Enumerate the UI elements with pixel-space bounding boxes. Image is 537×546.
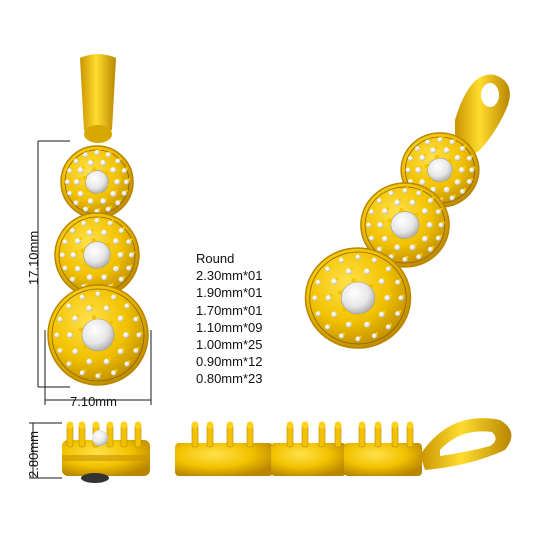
- stone-spec-item: 0.90mm*12: [196, 354, 263, 370]
- stone-spec-item: 1.70mm*01: [196, 302, 263, 318]
- perspective-view: [304, 74, 510, 349]
- front-bail: [80, 54, 116, 133]
- front-bail-loop: [84, 125, 112, 143]
- perspective-halo-stack: [304, 132, 480, 349]
- side-view-long: [175, 418, 512, 476]
- stone-spec-item: 1.00mm*25: [196, 337, 263, 353]
- side-view-left: [62, 421, 150, 483]
- stone-spec-item: 0.80mm*23: [196, 371, 263, 387]
- dimension-lines: [29, 140, 152, 479]
- width-dimension-label: 7.10mm: [70, 394, 117, 409]
- stone-spec-item: 1.90mm*01: [196, 285, 263, 301]
- stone-spec-item: 2.30mm*01: [196, 268, 263, 284]
- stone-shape-label: Round: [196, 251, 235, 266]
- stone-spec-list: Round 2.30mm*01 1.90mm*01 1.70mm*01 1.10…: [196, 250, 262, 388]
- front-view: [47, 54, 149, 386]
- stone-spec-item: 1.10mm*09: [196, 319, 263, 335]
- depth-dimension-label: 2.80mm: [26, 431, 41, 478]
- height-dimension-label: 17.10mm: [26, 230, 41, 285]
- front-halo-stack: [47, 145, 149, 386]
